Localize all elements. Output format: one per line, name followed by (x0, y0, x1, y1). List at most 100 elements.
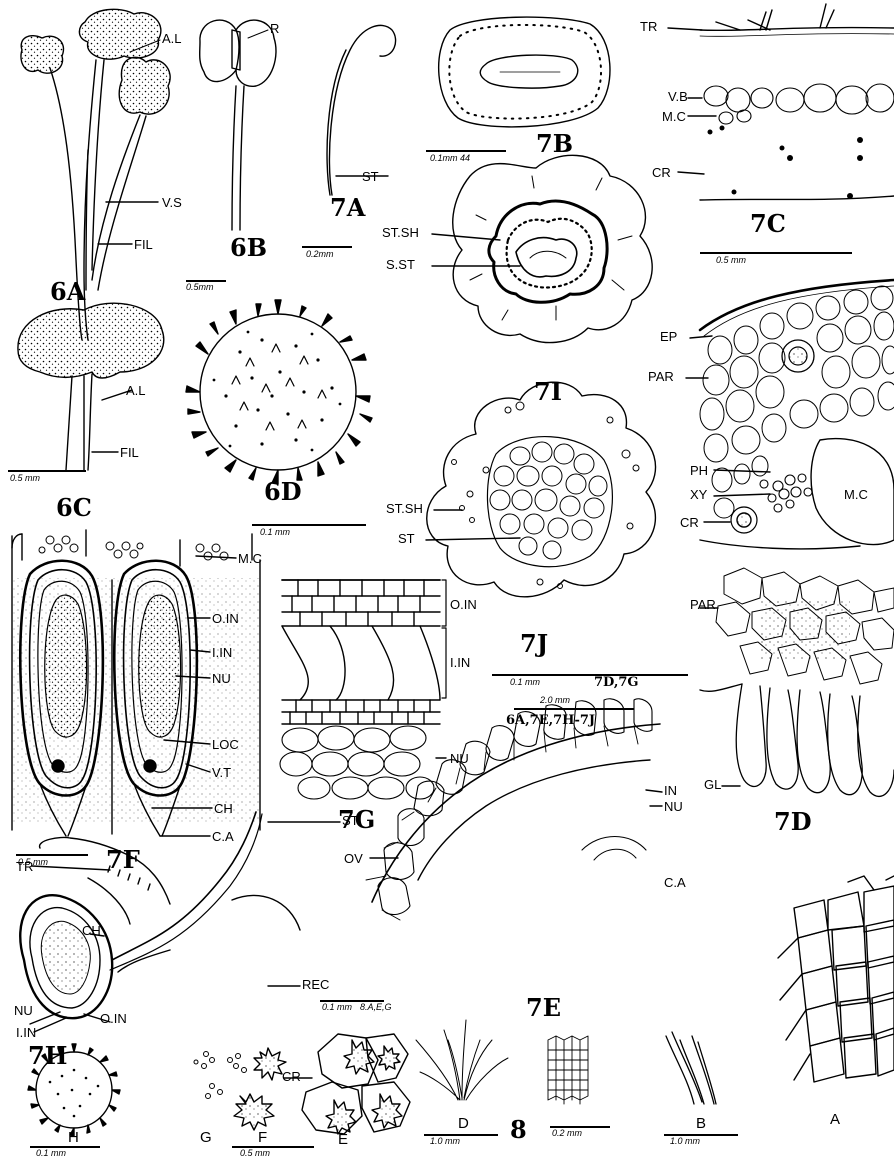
scale-label-6b: 0.5mm (186, 283, 214, 292)
label-tr-7h: TR (16, 860, 33, 873)
scale-label-7d7g-figures: 7D,7G (594, 676, 639, 689)
scale-bar-7c (700, 252, 852, 254)
label-tr-7c: TR (640, 20, 657, 33)
label-in-7e: IN (664, 784, 677, 797)
label-ca-7e: C.A (664, 876, 686, 889)
label-sub-a: A (830, 1112, 840, 1127)
scale-bar-6d (252, 524, 366, 526)
figure-number-6a: 6A (50, 280, 85, 304)
fig-8a-epidermis (778, 876, 894, 1082)
label-r-6b: R (270, 22, 279, 35)
label-cr-7c: CR (652, 166, 671, 179)
label-cr-8: CR (282, 1070, 301, 1083)
label-sub-f: F (258, 1130, 267, 1145)
scale-bar-large (514, 708, 634, 710)
label-nu-7h: NU (14, 1004, 33, 1017)
figure-number-7d: 7D (774, 810, 812, 834)
fig-8d-hairs (416, 1020, 508, 1100)
figure-number-7f: 7F (106, 848, 140, 872)
label-mc-7c: M.C (662, 110, 686, 123)
label-cr-7d: CR (680, 516, 699, 529)
figure-number-8: 8 (510, 1118, 527, 1142)
label-nu-7g: NU (450, 752, 469, 765)
scale-label-7d7g-value: 0.1 mm (510, 678, 540, 687)
figure-number-6c: 6C (56, 496, 92, 520)
figure-number-6b: 6B (230, 236, 267, 260)
fig-8f-druses (234, 1048, 286, 1130)
label-par-7d: PAR (648, 370, 674, 383)
scale-bar-7f (16, 854, 88, 856)
label-oin-7f: O.IN (212, 612, 239, 625)
label-sub-d: D (458, 1116, 469, 1131)
scale-label-8b: 1.0 mm (670, 1137, 700, 1146)
label-al-6a: A.L (162, 32, 182, 45)
fig-8g-crystals (194, 1052, 247, 1099)
label-st-7j: ST (398, 532, 415, 545)
scale-bar-6c (8, 470, 86, 472)
fig-8e-cells (284, 1034, 410, 1134)
scale-label-large-value: 2.0 mm (540, 696, 570, 705)
scale-bar-7d7g (492, 674, 688, 676)
scale-label-8f: 0.5 mm (240, 1149, 270, 1158)
figure-number-7e: 7E (526, 996, 561, 1020)
fig-7d-lower (700, 568, 894, 796)
scale-label-6d: 0.1 mm (260, 528, 290, 537)
figure-number-6d: 6D (264, 480, 302, 504)
scale-label-7b: 0.1mm 44 (430, 154, 470, 163)
label-stsh-7j: ST.SH (386, 502, 423, 515)
label-ca-7f: C.A (212, 830, 234, 843)
fig-7b-section (439, 17, 610, 127)
label-par-7d-lower: PAR (690, 598, 716, 611)
fig-7c-section (668, 4, 894, 200)
label-sub-e: E (338, 1132, 348, 1147)
label-oin-7h: O.IN (100, 1012, 127, 1025)
label-ph-7d: PH (690, 464, 708, 477)
figure-number-7i: 7I (534, 380, 562, 404)
fig-6a-stamens (21, 9, 170, 340)
figure-number-7c: 7C (750, 212, 786, 236)
label-sub-b: B (696, 1116, 706, 1131)
label-mc-7d: M.C (844, 488, 868, 501)
label-xy-7d: XY (690, 488, 707, 501)
label-nu-7e: NU (664, 800, 683, 813)
label-iin-7g: I.IN (450, 656, 470, 669)
scale-label-6c: 0.5 mm (10, 474, 40, 483)
label-nu-7f: NU (212, 672, 231, 685)
scale-label-7e: 0.1 mm (322, 1003, 352, 1012)
fig-6d-pollen (186, 300, 372, 484)
figure-number-7h: 7H (28, 1044, 67, 1068)
label-al-6c: A.L (126, 384, 146, 397)
fig-7e-ovules (366, 699, 662, 920)
fig-7j-section (426, 382, 656, 597)
label-ep-7d: EP (660, 330, 677, 343)
scale-label-7e-figures: 8.A,E,G (360, 1003, 392, 1012)
fig-7d-section (686, 280, 894, 549)
label-ch-7f: CH (214, 802, 233, 815)
fig-8b-fibers (666, 1032, 716, 1104)
label-iin-7h: I.IN (16, 1026, 36, 1039)
fig-6b-stamen (200, 20, 276, 230)
label-gl-7d: GL (704, 778, 721, 791)
scale-label-8c: 0.2 mm (552, 1129, 582, 1138)
label-fil-6c: FIL (120, 446, 139, 459)
scale-label-7c: 0.5 mm (716, 256, 746, 265)
label-ch-7h: CH (82, 924, 101, 937)
fig-7h-carpel (20, 812, 340, 1032)
label-oin-7g: O.IN (450, 598, 477, 611)
label-loc-7f: LOC (212, 738, 239, 751)
label-vt-7f: V.T (212, 766, 231, 779)
label-vs-6a: V.S (162, 196, 182, 209)
label-iin-7f: I.IN (212, 646, 232, 659)
label-ov-7e: OV (344, 852, 363, 865)
label-rec-7h: REC (302, 978, 329, 991)
label-st-7h: ST (342, 814, 359, 827)
scale-label-8h: 0.1 mm (36, 1149, 66, 1158)
fig-7g-section (280, 580, 446, 799)
label-stsh-7i: ST.SH (382, 226, 419, 239)
label-sub-h: H (68, 1130, 79, 1145)
fig-7i-section (432, 155, 652, 342)
scale-bar-7b (426, 150, 506, 152)
fig-8c-reticulum (548, 1036, 588, 1104)
